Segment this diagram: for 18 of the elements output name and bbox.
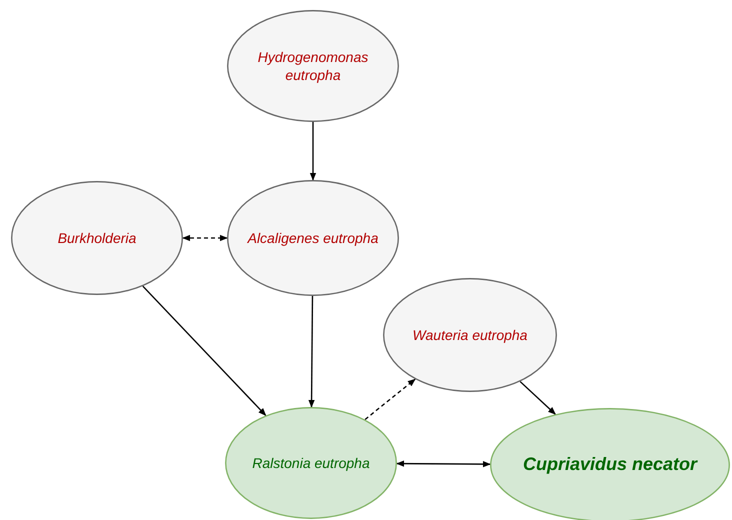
arrow (142, 286, 266, 416)
ellipse-node (227, 10, 399, 122)
node-label: Cupriavidus necator (522, 453, 698, 476)
ellipse-node (11, 181, 183, 295)
ellipse-node (383, 278, 557, 392)
arrow (520, 381, 556, 415)
arrow (396, 460, 491, 468)
node-label: Hydrogenomonas eutropha (256, 48, 370, 84)
node-label: Ralstonia eutropha (252, 454, 370, 472)
ellipse-node (227, 180, 399, 296)
arrow (310, 122, 316, 181)
dashed-arrow (182, 234, 228, 242)
node-label: Burkholderia (58, 228, 136, 248)
arrow (308, 296, 315, 408)
ellipse-node (225, 407, 397, 519)
dashed-arrow (364, 378, 416, 420)
node-label: Wauteria eutropha (412, 326, 528, 344)
node-label: Alcaligenes eutropha (248, 228, 378, 248)
